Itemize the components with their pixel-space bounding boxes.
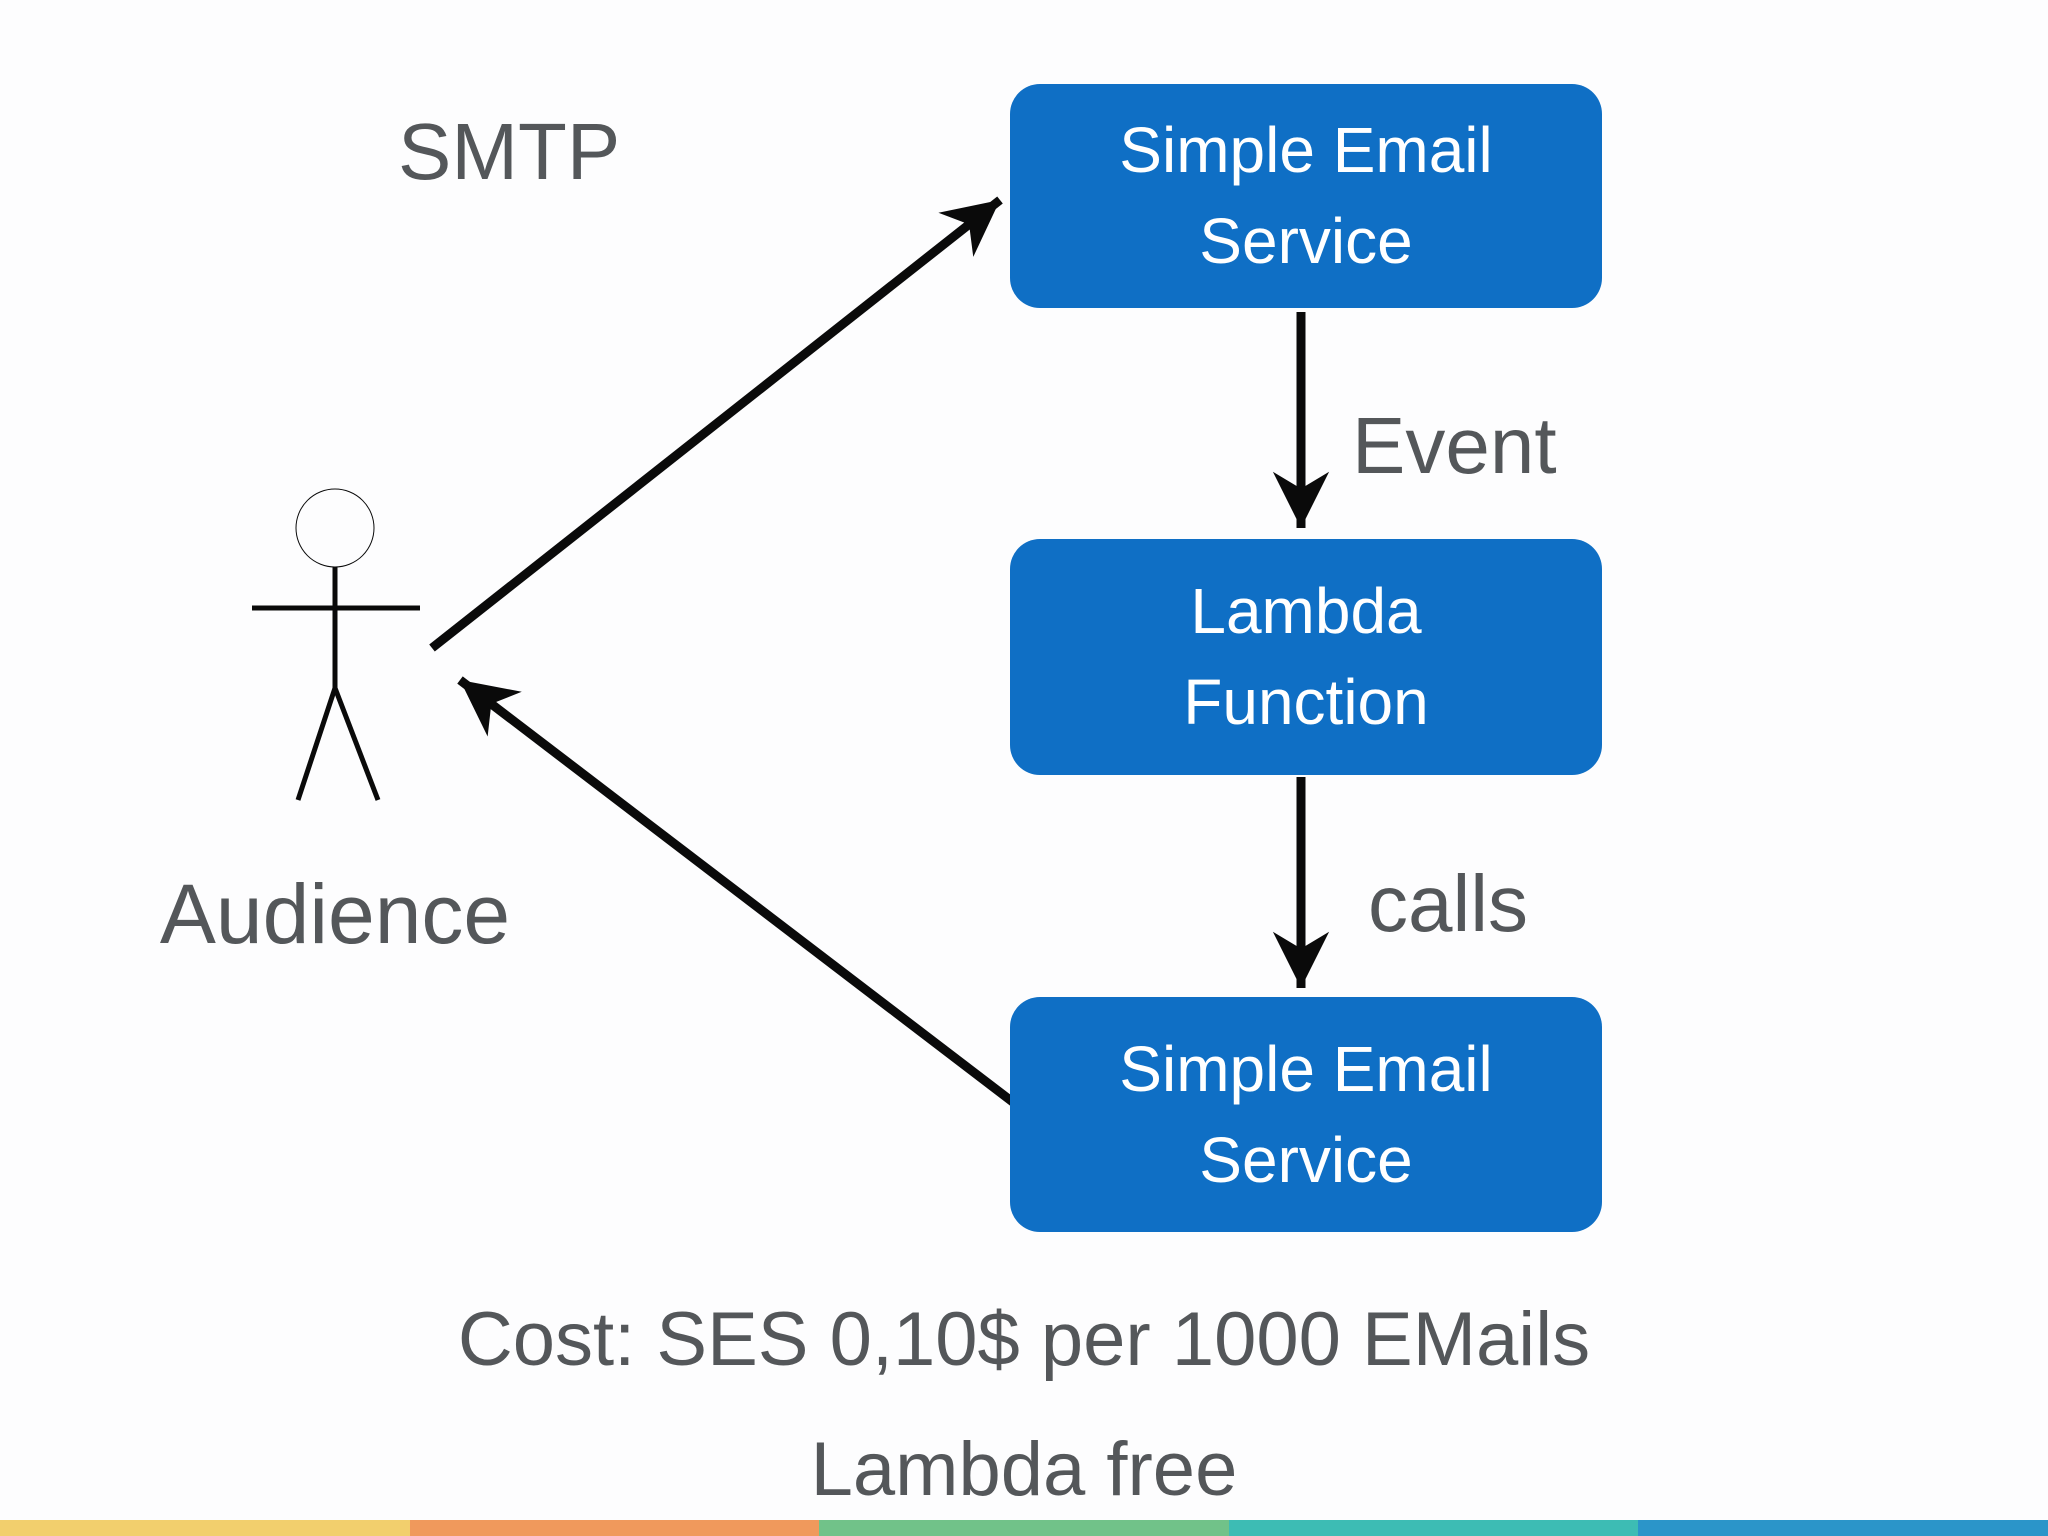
lambda-function-box: Lambda Function (1010, 539, 1602, 775)
box-line1: Simple Email (1119, 114, 1493, 187)
box-line1: Simple Email (1119, 1032, 1493, 1105)
person-icon (252, 488, 420, 801)
audience-label: Audience (159, 867, 511, 961)
arrow-ses-to-audience (457, 676, 1021, 1110)
simple-email-service-box-bottom: Simple Email Service (1010, 997, 1602, 1232)
smtp-label: SMTP (398, 107, 621, 196)
calls-arrow-label: calls (1368, 859, 1529, 948)
box-line2: Service (1199, 1123, 1413, 1196)
event-arrow-label: Event (1352, 401, 1557, 490)
box-line2: Function (1183, 666, 1429, 738)
footer-bar-segment (409, 1520, 820, 1536)
footer-bar-segment (0, 1520, 410, 1536)
lambda-free-text: Lambda free (810, 1427, 1238, 1512)
arrow-smtp-audience-to-ses (429, 196, 1003, 652)
box-line1: Lambda (1190, 575, 1422, 648)
box-line2: Service (1199, 205, 1413, 277)
cost-text: Cost: SES 0,10$ per 1000 EMails (457, 1297, 1591, 1382)
person-head (295, 488, 375, 568)
footer-bar-segment (1638, 1520, 2048, 1536)
person-left-leg (295, 687, 338, 801)
footer-bar-segment (819, 1520, 1229, 1536)
person-right-leg (332, 687, 381, 801)
footer-bar-segment (1228, 1520, 1639, 1536)
footer-color-bar (0, 1520, 2048, 1536)
simple-email-service-box-top: Simple Email Service (1010, 84, 1602, 308)
